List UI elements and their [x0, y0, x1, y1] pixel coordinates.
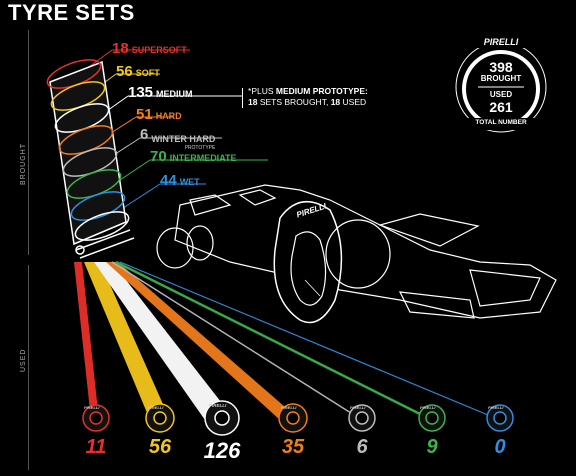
used-tyres [82, 400, 514, 436]
used-count-soft: 56 [148, 436, 172, 458]
set-name: MEDIUM [156, 89, 193, 99]
tyre-brand-winter-hard: PIRELLI [350, 405, 366, 410]
used-count-medium: 126 [203, 438, 241, 463]
total-badge-shape [455, 36, 547, 133]
used-streams [74, 260, 501, 422]
note-line-2: 18 SETS BROUGHT, 18 USED [248, 97, 367, 107]
badge-used-value: 261 [489, 99, 513, 115]
set-count: 51 [136, 106, 153, 123]
set-sub: PROTOTYPE [184, 145, 216, 151]
medium-prototype-note: *PLUS MEDIUM PROTOTYPE: 18 SETS BROUGHT,… [248, 86, 368, 108]
tyre-stack [46, 59, 135, 259]
set-count: 56 [116, 63, 133, 80]
side-divider-bottom [28, 265, 29, 470]
set-name: SUPERSOFT [131, 45, 187, 55]
badge-brought-label: BROUGHT [480, 74, 522, 83]
tyre-brand-soft: PIRELLI [148, 405, 164, 410]
used-count-hard: 35 [281, 436, 305, 458]
badge-used-label: USED [489, 90, 513, 99]
set-count: 6 [140, 126, 149, 143]
used-count-supersoft: 11 [85, 436, 107, 458]
note-line-1: *PLUS MEDIUM PROTOTYPE: [248, 86, 368, 96]
used-count-intermediate: 9 [426, 436, 438, 458]
badge-brand: PIRELLI [483, 37, 519, 47]
tyre-brand-wet: PIRELLI [488, 405, 504, 410]
set-count: 70 [150, 148, 167, 165]
badge-caption: TOTAL NUMBER [475, 119, 527, 126]
set-name: WINTER HARD [151, 134, 216, 144]
set-count: 18 [112, 40, 129, 57]
tyre-brand-intermediate: PIRELLI [420, 405, 436, 410]
tyre-brand-medium: PIRELLI [209, 403, 227, 408]
set-name: INTERMEDIATE [169, 153, 237, 163]
page-title: TYRE SETS [8, 0, 135, 25]
tyre-brand-supersoft: PIRELLI [84, 405, 100, 410]
set-name: WET [179, 177, 200, 187]
side-divider-top [28, 30, 29, 255]
tyre-brand-hard: PIRELLI [281, 405, 297, 410]
used-count-winter-hard: 6 [356, 436, 368, 458]
set-name: HARD [155, 111, 182, 121]
set-count: 44 [160, 172, 177, 189]
note-bracket [242, 88, 243, 108]
set-name: SOFT [135, 68, 160, 78]
set-count: 135 [128, 84, 154, 101]
badge-brought-value: 398 [489, 59, 513, 75]
used-count-wet: 0 [494, 436, 506, 458]
car-outline [156, 184, 557, 324]
